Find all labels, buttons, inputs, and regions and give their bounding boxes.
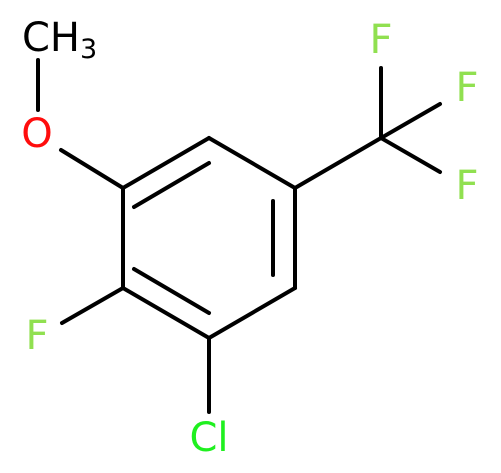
bond-c6-f	[60, 286, 125, 325]
atom-label-layer: CH3 O F Cl F F F	[21, 15, 478, 461]
atom-fluorine-cf3-top: F	[369, 17, 392, 63]
atom-fluorine-cf3-bottom: F	[455, 163, 478, 209]
bond-c1-c2-inner	[132, 161, 211, 209]
bond-cf3-f-right	[379, 102, 442, 140]
bond-c1-c2	[121, 136, 211, 190]
atom-fluorine-cf3-right: F	[455, 65, 478, 111]
atom-chlorine: Cl	[189, 415, 228, 461]
bond-layer	[36, 58, 442, 414]
bond-c5-c6-inner	[132, 267, 211, 315]
atom-methyl-symbol: CH	[22, 15, 80, 61]
atom-methyl-subscript: 3	[80, 34, 97, 65]
atom-fluorine-ring: F	[25, 313, 48, 359]
bond-c3-cf3	[293, 136, 383, 190]
bond-cf3-f-bottom	[379, 136, 442, 174]
bond-c4-c5	[207, 286, 297, 340]
bond-c5-c6	[121, 286, 211, 340]
bond-o-c1	[59, 148, 125, 190]
atom-methyl: CH3	[22, 15, 97, 65]
atom-oxygen: O	[21, 111, 52, 157]
bond-c2-c3	[207, 136, 297, 190]
